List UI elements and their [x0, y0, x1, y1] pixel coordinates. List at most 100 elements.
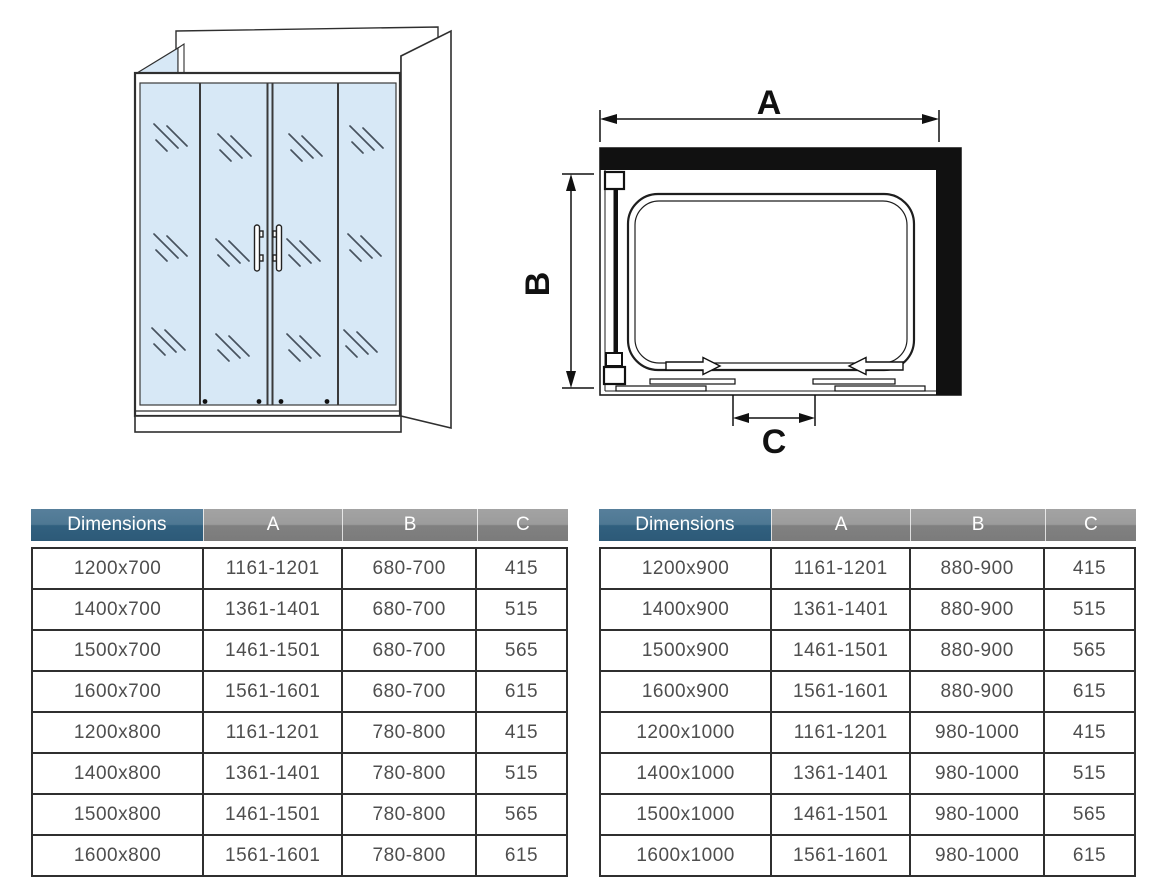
table-cell: 1461-1501 [770, 793, 912, 836]
dim-label-c: C [762, 423, 787, 458]
column-header-c: C [1044, 509, 1136, 541]
table-cell: 1561-1601 [202, 670, 344, 713]
table-cell: 615 [1043, 834, 1136, 877]
table-cell: 880-900 [909, 670, 1046, 713]
table-cell: 515 [1043, 752, 1136, 795]
shower-tray [134, 415, 402, 433]
column-header-b: B [342, 509, 477, 541]
table-cell: 1200x1000 [598, 711, 773, 754]
table-cell: 565 [1043, 629, 1136, 672]
column-header-a: A [770, 509, 911, 541]
table-cell: 680-700 [341, 670, 478, 713]
arrowhead [566, 174, 576, 191]
column-header-dimensions: Dimensions [31, 509, 203, 541]
tray-outline-outer [626, 192, 916, 372]
table-cell: 1461-1501 [202, 629, 344, 672]
table-cell: 615 [1043, 670, 1136, 713]
dim-label-b: B [523, 272, 557, 297]
arrowhead [733, 413, 749, 423]
table-cell: 1561-1601 [770, 670, 912, 713]
table-cell: 780-800 [341, 834, 478, 877]
dim-label-a: A [757, 84, 782, 122]
table-cell: 1500x800 [30, 793, 205, 836]
table-cell: 1600x900 [598, 670, 773, 713]
arrowhead [799, 413, 815, 423]
table-cell: 1200x800 [30, 711, 205, 754]
tray-outline-inner [634, 200, 908, 364]
table-cell: 780-800 [341, 752, 478, 795]
table-cell: 980-1000 [909, 711, 1046, 754]
wall-bar-top [600, 148, 961, 170]
table-cell: 565 [475, 629, 568, 672]
table-cell: 515 [1043, 588, 1136, 631]
column-header-dimensions: Dimensions [599, 509, 771, 541]
dimension-c [732, 395, 816, 426]
table-cell: 1161-1201 [202, 711, 344, 754]
roller-dots [202, 399, 330, 404]
door-handle-left [253, 224, 264, 272]
table-cell: 1361-1401 [202, 752, 344, 795]
table-cell: 780-800 [341, 793, 478, 836]
table-cell: 1400x800 [30, 752, 205, 795]
table-cell: 1561-1601 [202, 834, 344, 877]
wall-bar-right [936, 148, 961, 395]
table-cell: 1400x900 [598, 588, 773, 631]
table-cell: 565 [475, 793, 568, 836]
enclosure-outline [599, 147, 962, 396]
slide-arrow-left-icon [847, 356, 904, 376]
wall-bracket-bottom-small [605, 352, 623, 367]
wall-bracket-top [603, 170, 626, 191]
column-header-b: B [910, 509, 1045, 541]
table-cell: 515 [475, 752, 568, 795]
table-cell: 615 [475, 834, 568, 877]
table-cell: 1361-1401 [770, 588, 912, 631]
slide-arrow-right-icon [665, 356, 722, 376]
table-cell: 1461-1501 [770, 629, 912, 672]
table-cell: 680-700 [341, 547, 478, 590]
table-cell: 1600x800 [30, 834, 205, 877]
column-header-c: C [476, 509, 568, 541]
table-cell: 1561-1601 [770, 834, 912, 877]
side-wall [400, 29, 452, 430]
arrowhead [922, 114, 939, 124]
table-cell: 1161-1201 [770, 547, 912, 590]
back-wall [175, 26, 439, 74]
table-cell: 1461-1501 [202, 793, 344, 836]
door-handle-right [272, 224, 283, 272]
table-cell: 1500x900 [598, 629, 773, 672]
wall-profile-bar [613, 188, 618, 366]
table-cell: 1400x700 [30, 588, 205, 631]
table-cell: 415 [475, 711, 568, 754]
table-cell: 1200x900 [598, 547, 773, 590]
table-cell: 1600x700 [30, 670, 205, 713]
table-cell: 680-700 [341, 588, 478, 631]
table-cell: 565 [1043, 793, 1136, 836]
panel-dividers [199, 83, 339, 405]
shower-door-front-view [133, 26, 452, 433]
dimension-b [562, 173, 594, 389]
table-cell: 980-1000 [909, 752, 1046, 795]
table-cell: 1500x700 [30, 629, 205, 672]
table-cell: 1600x1000 [598, 834, 773, 877]
table-cell: 780-800 [341, 711, 478, 754]
table-cell: 615 [475, 670, 568, 713]
arrowhead [600, 114, 617, 124]
table-cell: 1500x1000 [598, 793, 773, 836]
